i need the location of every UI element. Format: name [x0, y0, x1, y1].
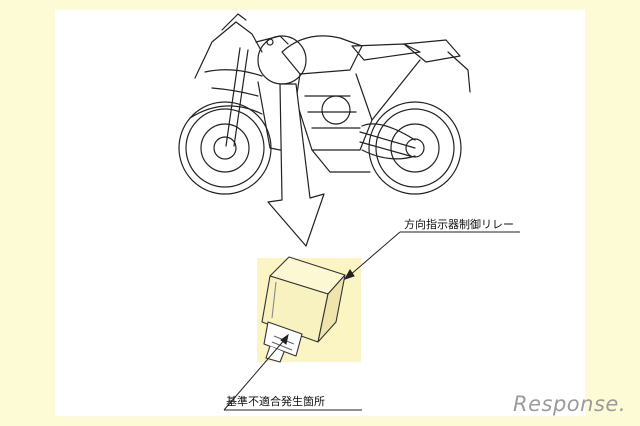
down-arrow-icon: [267, 83, 325, 247]
defect-callout-leader: [223, 333, 362, 411]
response-logo: Response.: [513, 392, 626, 416]
relay-callout-leader: [343, 231, 520, 280]
defect-location-label: 基準不適合発生箇所: [226, 395, 325, 408]
motorcycle-drawing: [178, 13, 471, 195]
relay-label: 方向指示器制御リレー: [404, 218, 514, 231]
